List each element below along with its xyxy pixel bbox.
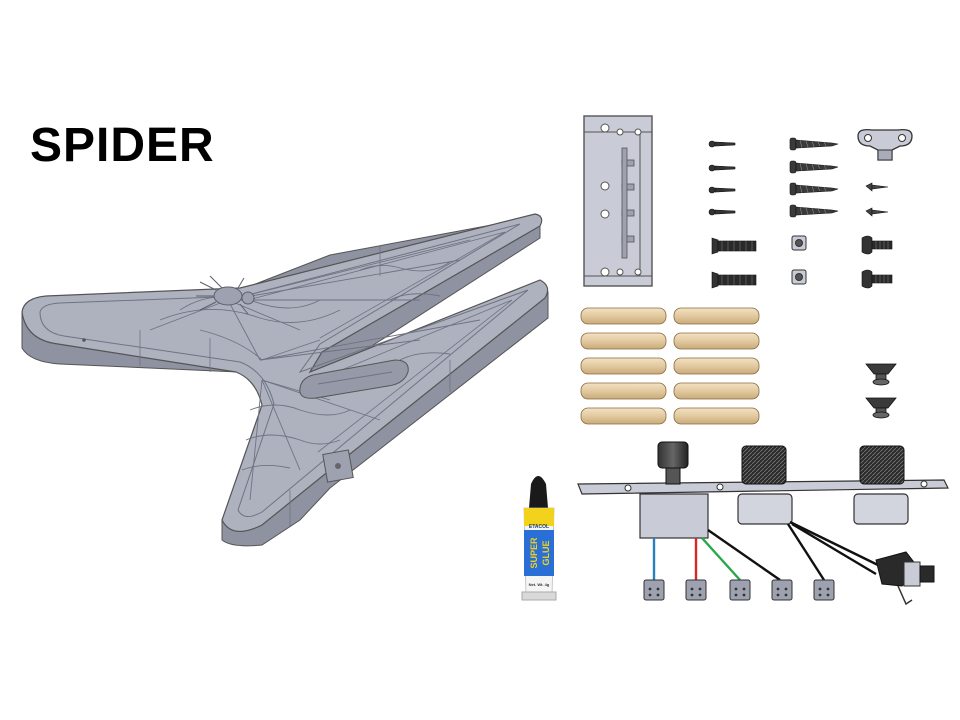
volume-knob	[737, 445, 793, 525]
glue-label-glue: GLUE	[541, 540, 551, 565]
bracket-plate	[857, 128, 913, 161]
neck-pocket	[299, 359, 409, 399]
tiny-screw	[865, 182, 889, 217]
machine-screw	[711, 237, 757, 289]
wooden-dowels	[580, 307, 760, 425]
output-jack	[875, 551, 935, 606]
super-glue-tube: ETACOL SUPER GLUE Net. Wt. 4g	[521, 476, 557, 601]
spider-emblem	[196, 275, 255, 315]
wiring	[652, 520, 881, 581]
wire-connectors	[643, 579, 835, 601]
glue-label-super: SUPER	[529, 537, 539, 569]
wood-screw	[789, 137, 839, 218]
spider-web-engraving	[149, 239, 481, 501]
guitar-body	[21, 213, 549, 547]
insert-nut	[791, 235, 807, 285]
glue-net-weight: Net. Wt. 4g	[529, 582, 550, 587]
control-plate-assembly	[577, 441, 949, 606]
switch-knob	[639, 441, 709, 539]
hinge	[583, 115, 653, 287]
guitar-body-top	[21, 213, 549, 532]
screws	[708, 128, 913, 289]
strap-buttons	[865, 363, 897, 419]
small-screw	[708, 140, 736, 216]
glue-brand: ETACOL	[529, 524, 549, 530]
page-title: SPIDER	[30, 119, 215, 172]
pan-head-screw	[861, 235, 893, 289]
tone-knob	[853, 445, 909, 525]
